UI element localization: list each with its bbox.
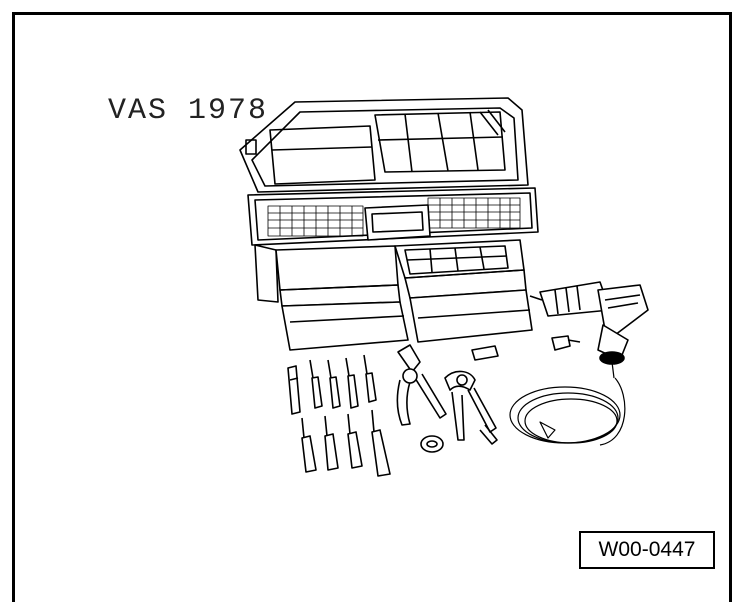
release-tools-bottom [301, 409, 391, 477]
coiled-cable [509, 361, 626, 446]
front-grid-left [267, 205, 364, 237]
lid-compartments [245, 109, 506, 185]
release-tools-top [287, 354, 377, 415]
tape-roll [420, 435, 444, 453]
heat-gun [529, 281, 649, 365]
reference-code-box: W00-0447 [579, 531, 715, 569]
crimping-tool [444, 370, 498, 445]
right-drawer-compartments [404, 245, 509, 275]
figure-frame [12, 12, 732, 602]
pliers [396, 344, 447, 426]
small-block-part [471, 345, 499, 361]
tool-label: VAS 1978 [108, 94, 269, 128]
connector-piece [551, 335, 581, 351]
tool-case [239, 97, 539, 351]
